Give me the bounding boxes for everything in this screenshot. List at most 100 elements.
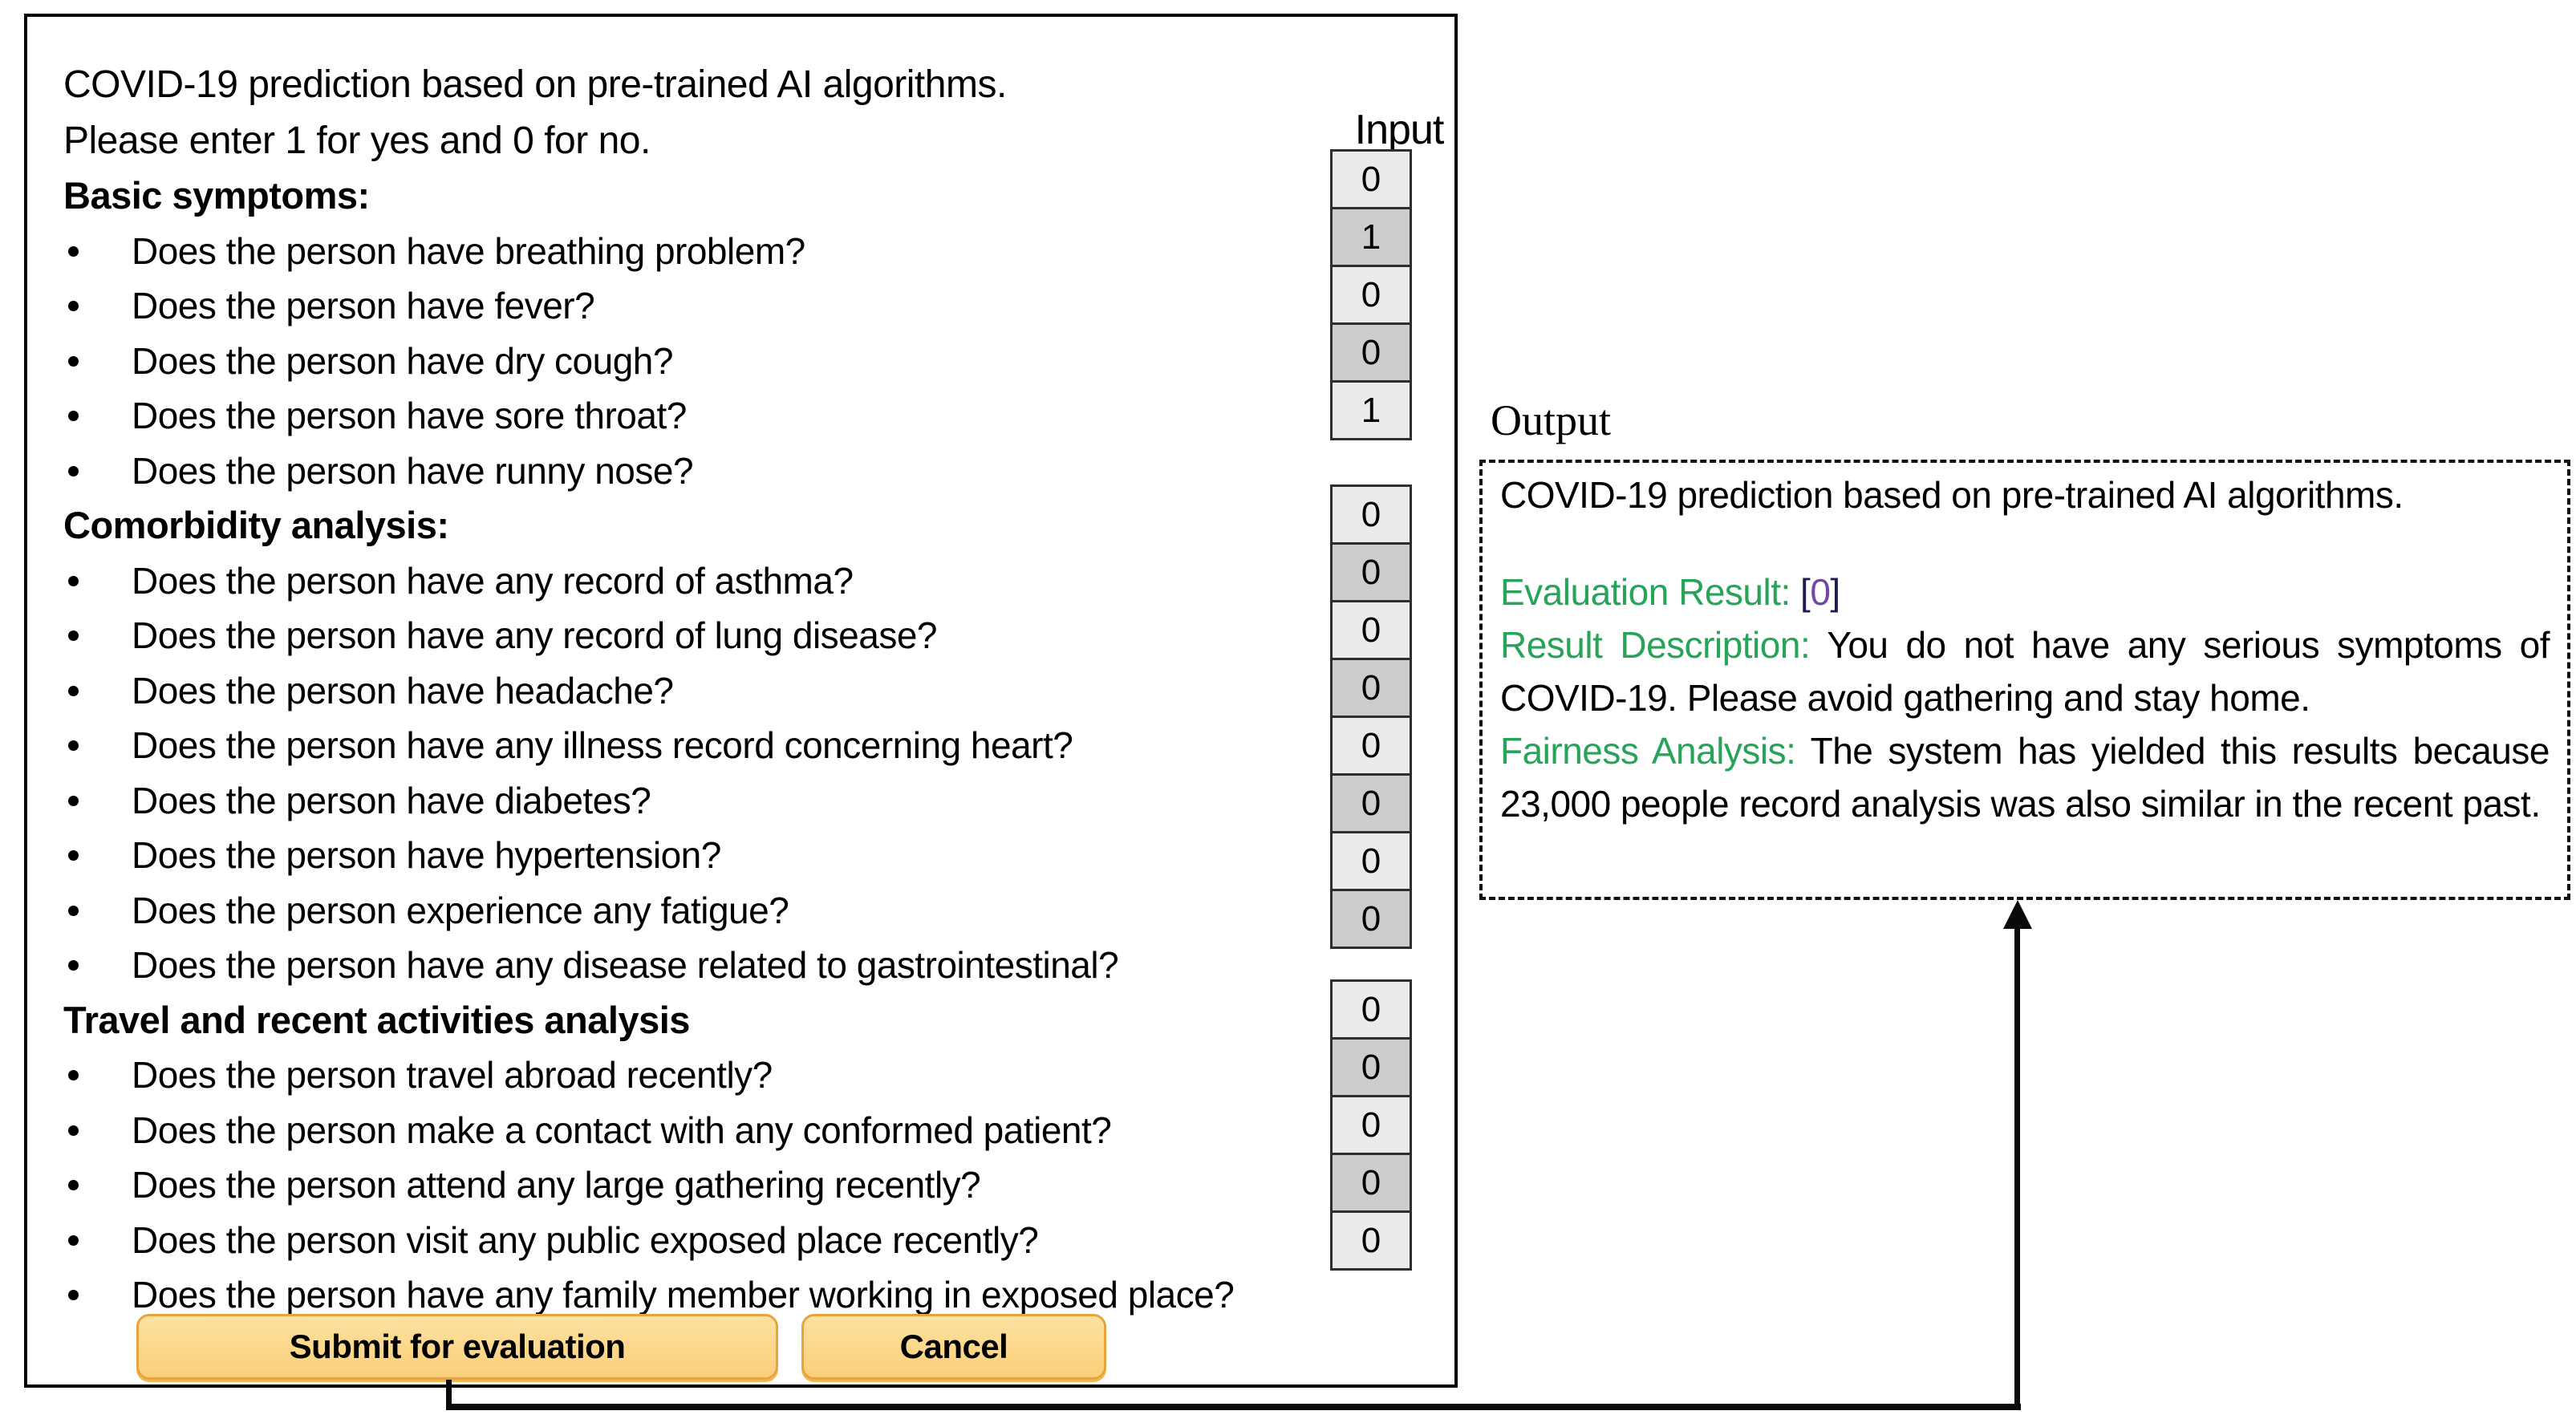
question-row: Does the person make a contact with any …	[63, 1104, 1335, 1157]
bullet-icon	[68, 465, 79, 476]
bullet-icon	[68, 849, 79, 861]
prediction-form-panel: COVID-19 prediction based on pre-trained…	[24, 14, 1458, 1388]
input-cell[interactable]: 0	[1330, 322, 1412, 383]
input-cell[interactable]: 1	[1330, 207, 1412, 267]
question-text: Does the person have hypertension?	[132, 834, 721, 876]
question-text: Does the person have any record of asthm…	[132, 560, 854, 602]
input-cell[interactable]: 0	[1330, 831, 1412, 891]
question-text: Does the person have any illness record …	[132, 724, 1073, 766]
question-row: Does the person have headache?	[63, 664, 1335, 717]
bullet-icon	[68, 410, 79, 421]
fairness-analysis-text: The system has yielded this results beca…	[1500, 730, 2550, 825]
question-text: Does the person have dry cough?	[132, 340, 673, 382]
output-spacer	[1500, 521, 2550, 566]
question-row: Does the person have any record of asthm…	[63, 554, 1335, 607]
bullet-icon	[68, 355, 79, 367]
question-text: Does the person have breathing problem?	[132, 230, 805, 272]
question-row: Does the person have any record of lung …	[63, 609, 1335, 662]
question-text: Does the person attend any large gatheri…	[132, 1164, 981, 1206]
question-row: Does the person have fever?	[63, 279, 1335, 332]
bracket-close-icon: ]	[1830, 571, 1840, 613]
form-subtitle: Please enter 1 for yes and 0 for no.	[63, 120, 651, 162]
connector-line-vertical-left	[446, 1380, 452, 1410]
question-row: Does the person have breathing problem?	[63, 225, 1335, 278]
input-cell[interactable]: 0	[1330, 1037, 1412, 1097]
arrow-up-icon	[2003, 900, 2032, 929]
input-cell[interactable]: 0	[1330, 484, 1412, 545]
input-stack-comorbidity: 0 0 0 0 0 0 0 0	[1330, 484, 1412, 949]
question-row: Does the person have sore throat?	[63, 389, 1335, 442]
input-cell[interactable]: 0	[1330, 1210, 1412, 1271]
input-cell[interactable]: 0	[1330, 265, 1412, 325]
question-text: Does the person have sore throat?	[132, 395, 687, 436]
input-stack-basic-symptoms: 0 1 0 0 1	[1330, 149, 1412, 440]
question-text: Does the person have headache?	[132, 670, 674, 711]
input-column-header: Input	[1354, 107, 1445, 153]
input-cell[interactable]: 1	[1330, 380, 1412, 440]
bullet-icon	[68, 1125, 79, 1136]
bullet-icon	[68, 685, 79, 696]
bullet-icon	[68, 575, 79, 586]
bullet-icon	[68, 795, 79, 806]
question-row: Does the person have any disease related…	[63, 938, 1335, 991]
fairness-analysis-paragraph: Fairness Analysis: The system has yielde…	[1500, 724, 2550, 830]
question-row: Does the person have any family member w…	[63, 1268, 1335, 1321]
bracket-open-icon: [	[1800, 571, 1811, 613]
question-text: Does the person have runny nose?	[132, 450, 694, 492]
bullet-icon	[68, 905, 79, 916]
question-text: Does the person have any disease related…	[132, 944, 1119, 986]
bullet-icon	[68, 300, 79, 311]
output-panel: COVID-19 prediction based on pre-trained…	[1479, 460, 2570, 900]
input-cell[interactable]: 0	[1330, 658, 1412, 718]
question-text: Does the person have any record of lung …	[132, 614, 938, 656]
bullet-icon	[68, 1179, 79, 1190]
bullet-icon	[68, 245, 79, 257]
question-row: Does the person visit any public exposed…	[63, 1214, 1335, 1267]
input-cell[interactable]: 0	[1330, 1153, 1412, 1213]
input-cell[interactable]: 0	[1330, 1095, 1412, 1155]
input-cell[interactable]: 0	[1330, 979, 1412, 1040]
question-text: Does the person travel abroad recently?	[132, 1054, 773, 1096]
input-stack-travel: 0 0 0 0 0	[1330, 979, 1412, 1271]
input-cell[interactable]: 0	[1330, 149, 1412, 209]
output-title: COVID-19 prediction based on pre-trained…	[1500, 474, 2404, 516]
bullet-icon	[68, 1289, 79, 1300]
question-text: Does the person have any family member w…	[132, 1274, 1235, 1316]
bullet-icon	[68, 630, 79, 641]
section-heading-basic-symptoms: Basic symptoms:	[63, 174, 370, 217]
evaluation-result-value: 0	[1810, 571, 1831, 613]
bullet-icon	[68, 1069, 79, 1080]
question-text: Does the person have fever?	[132, 285, 595, 326]
input-cell[interactable]: 0	[1330, 716, 1412, 776]
connector-line-vertical-right	[2014, 927, 2020, 1410]
bullet-icon	[68, 959, 79, 971]
input-cell[interactable]: 0	[1330, 773, 1412, 833]
input-cell[interactable]: 0	[1330, 889, 1412, 949]
question-row: Does the person have diabetes?	[63, 774, 1335, 827]
result-description-label: Result Description:	[1500, 624, 1811, 666]
question-row: Does the person travel abroad recently?	[63, 1048, 1335, 1101]
question-text: Does the person experience any fatigue?	[132, 890, 789, 931]
connector-line-horizontal	[446, 1404, 2021, 1410]
question-row: Does the person attend any large gatheri…	[63, 1158, 1335, 1211]
question-text: Does the person visit any public exposed…	[132, 1219, 1039, 1261]
cancel-button[interactable]: Cancel	[801, 1314, 1106, 1380]
result-description-text: You do not have any serious symptoms of …	[1500, 624, 2550, 719]
evaluation-result-label: Evaluation Result:	[1500, 571, 1791, 613]
form-title: COVID-19 prediction based on pre-trained…	[63, 63, 1007, 106]
submit-button[interactable]: Submit for evaluation	[136, 1314, 778, 1380]
section-heading-travel: Travel and recent activities analysis	[63, 999, 690, 1041]
section-heading-comorbidity: Comorbidity analysis:	[63, 504, 449, 546]
input-cell[interactable]: 0	[1330, 600, 1412, 660]
question-text: Does the person have diabetes?	[132, 780, 651, 821]
question-row: Does the person have hypertension?	[63, 829, 1335, 882]
bullet-icon	[68, 740, 79, 751]
evaluation-result-line: Evaluation Result: [0]	[1500, 566, 2550, 618]
question-row: Does the person have any illness record …	[63, 719, 1335, 772]
question-row: Does the person experience any fatigue?	[63, 884, 1335, 937]
input-cell[interactable]: 0	[1330, 542, 1412, 602]
fairness-analysis-label: Fairness Analysis:	[1500, 730, 1796, 772]
result-description-paragraph: Result Description: You do not have any …	[1500, 618, 2550, 724]
bullet-icon	[68, 1234, 79, 1246]
